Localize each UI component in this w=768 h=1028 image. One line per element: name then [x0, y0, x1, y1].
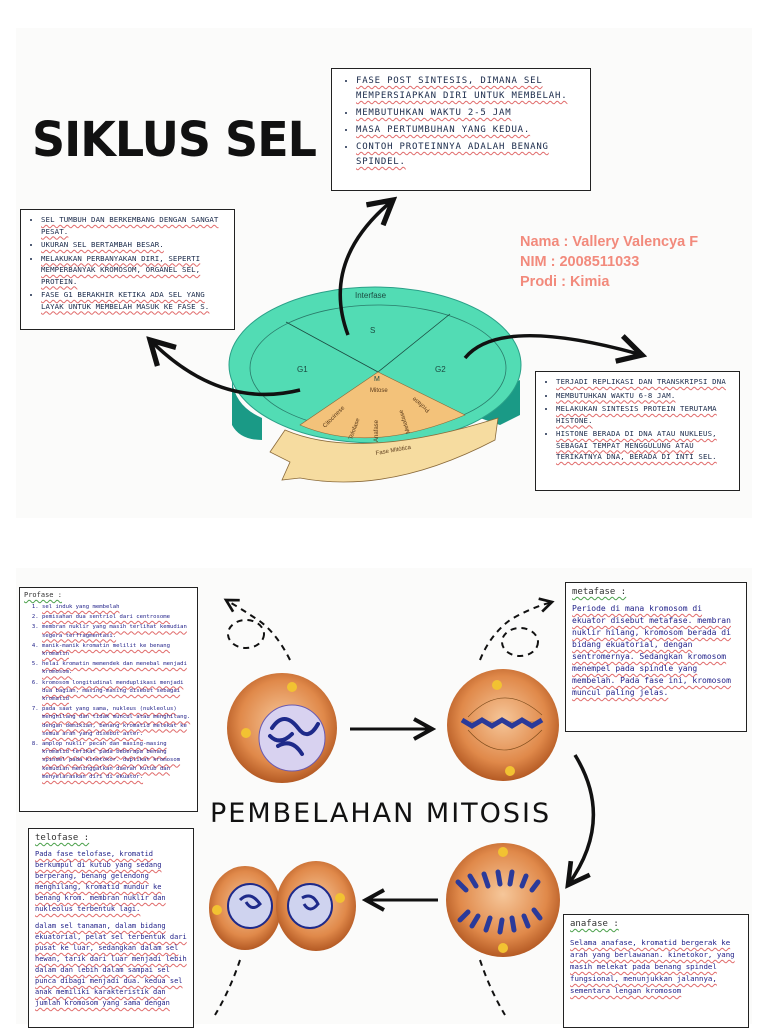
mitosis-diagram [209, 560, 596, 1016]
arrow-to-s [338, 200, 393, 336]
box-profase: Profase : sel induk yang membelah pemisa… [19, 587, 198, 812]
label-s: S [370, 326, 375, 335]
box-phase-s: FASE POST SINTESIS, DIMANA SEL MEMPERSIA… [331, 68, 591, 191]
profase-item: kromosom longitudinal menduplikasi menja… [42, 679, 193, 704]
cell-profase [227, 673, 337, 783]
profase-item: pemisahan dua sentriol dari centrosome [42, 613, 193, 621]
mitotic-arrow [269, 417, 499, 483]
telofase-title: telofase : [35, 833, 90, 843]
box-telofase: telofase : Pada fase telofase, kromatid … [28, 828, 194, 1028]
profase-item: pada saat yang sama, nukleus (nukleolus)… [42, 705, 193, 738]
label-anafase: Anafase [374, 419, 380, 442]
label-interfase: Interfase [355, 291, 387, 300]
profase-item: helai kromatin memendek dan menebal menj… [42, 660, 193, 676]
dashed-loop [501, 627, 539, 657]
cell-telofase [209, 861, 356, 951]
metafase-title: metafase : [572, 587, 627, 597]
dashed-arrow [214, 959, 241, 1016]
box-g1-item: FASE G1 BERAKHIR KETIKA ADA SEL YANG LAY… [41, 289, 228, 312]
box-phase-g2: TERJADI REPLIKASI DAN TRANSKRIPSI DNA ME… [535, 371, 740, 491]
profase-item: amplop nuklir pecah dan masing-masing kr… [42, 740, 193, 781]
dashed-arrow [479, 602, 552, 661]
label-mitose: Mitose [370, 388, 388, 394]
box-g2-item: TERJADI REPLIKASI DAN TRANSKRIPSI DNA [556, 376, 733, 388]
profase-item: manik-manik kromatin melilit ke benang k… [42, 642, 193, 658]
dashed-arrow [226, 600, 291, 661]
cell-cycle-wheel: Interfase S G1 G2 M Mitose Citocinese Te… [0, 0, 768, 483]
mitosis-title: PEMBELAHAN MITOSIS [210, 798, 552, 829]
mitotic-wedge [299, 371, 466, 439]
box-g2-item: HISTONE BERADA DI DNA ATAU NUKLEUS, SEBA… [556, 428, 733, 463]
dashed-loop [227, 619, 265, 649]
label-m: M [374, 376, 380, 383]
label-g2: G2 [435, 365, 446, 374]
wheel-divider [377, 313, 451, 373]
telofase-text-2: dalam sel tanaman, dalam bidang ekuatori… [35, 922, 187, 1007]
box-g2-item: MELAKUKAN SINTESIS PROTEIN TERUTAMA HIST… [556, 403, 733, 426]
anafase-text: Selama anafase, kromatid bergerak ke ara… [570, 938, 735, 995]
box-anafase: anafase : Selama anafase, kromatid berge… [563, 914, 749, 1028]
student-info: Nama : Vallery Valencya F NIM : 20085110… [520, 232, 698, 292]
box-s-item: MASA PERTUMBUHAN YANG KEDUA. [356, 123, 582, 138]
box-g2-item: MEMBUTUHKAN WAKTU 6-8 JAM. [556, 390, 733, 402]
profase-item: membran nuklir yang masih terlihat kemud… [42, 623, 193, 639]
page-title: SIKLUS SEL [32, 110, 317, 168]
box-g1-item: UKURAN SEL BERTAMBAH BESAR. [41, 239, 228, 251]
box-phase-g1: SEL TUMBUH DAN BERKEMBANG DENGAN SANGAT … [20, 209, 235, 330]
student-name: Nama : Vallery Valencya F [520, 234, 699, 250]
anafase-title: anafase : [570, 919, 619, 929]
box-s-item: MEMBUTUHKAN WAKTU 2-5 JAM [356, 106, 582, 121]
box-s-item: FASE POST SINTESIS, DIMANA SEL MEMPERSIA… [356, 74, 582, 104]
student-prodi: Prodi : Kimia [520, 274, 610, 290]
box-metafase: metafase : Periode di mana kromosom di e… [565, 582, 747, 732]
metafase-text: Periode di mana kromosom di ekuator dise… [572, 604, 731, 697]
dashed-arrow [479, 959, 506, 1016]
box-g1-item: MELAKUKAN PERBANYAKAN DIRI, SEPERTI MEMP… [41, 253, 228, 288]
arrow-metafase-anafase [568, 754, 596, 885]
label-g1: G1 [297, 365, 308, 374]
arrow-to-g1 [150, 340, 301, 397]
box-s-item: CONTOH PROTEINNYA ADALAH BENANG SPINDEL. [356, 140, 582, 170]
arrow-to-g2 [463, 334, 642, 358]
cell-anafase [446, 843, 560, 957]
wheel-divider [285, 321, 379, 373]
student-nim: NIM : 2008511033 [520, 254, 640, 270]
telofase-text-1: Pada fase telofase, kromatid berkumpul d… [35, 850, 166, 913]
profase-item: sel induk yang membelah [42, 603, 193, 611]
box-g1-item: SEL TUMBUH DAN BERKEMBANG DENGAN SANGAT … [41, 214, 228, 237]
profase-title: Profase : [24, 591, 62, 599]
cell-metafase [447, 669, 559, 781]
wheel-side [232, 375, 262, 440]
